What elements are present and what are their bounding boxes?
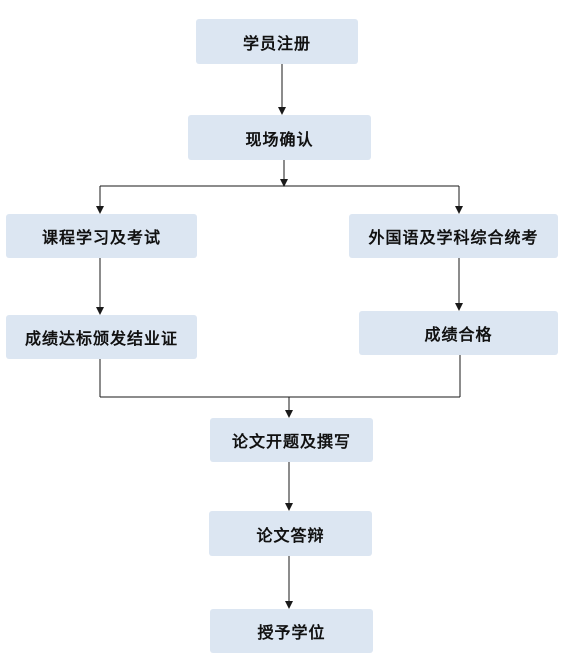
node-label: 外国语及学科综合统考 <box>368 228 539 247</box>
node-label: 论文答辩 <box>256 525 325 545</box>
node-thesis-defense: 论文答辩 <box>209 511 372 556</box>
node-label: 成绩合格 <box>424 325 493 344</box>
node-label: 成绩达标颁发结业证 <box>24 329 178 348</box>
node-grades-pass: 成绩合格 <box>359 311 558 355</box>
node-label: 课程学习及考试 <box>41 228 161 247</box>
node-label: 论文开题及撰写 <box>231 432 351 451</box>
node-label: 现场确认 <box>245 129 314 149</box>
node-course-study-exam: 课程学习及考试 <box>6 214 197 258</box>
node-student-registration: 学员注册 <box>196 19 358 64</box>
node-label: 学员注册 <box>242 33 311 53</box>
node-grades-completion-certificate: 成绩达标颁发结业证 <box>6 315 197 359</box>
node-degree-conferral: 授予学位 <box>210 609 373 653</box>
node-thesis-proposal-writing: 论文开题及撰写 <box>210 418 373 462</box>
node-onsite-confirmation: 现场确认 <box>188 115 371 160</box>
node-label: 授予学位 <box>257 623 326 642</box>
node-foreign-language-unified-exam: 外国语及学科综合统考 <box>349 214 558 258</box>
